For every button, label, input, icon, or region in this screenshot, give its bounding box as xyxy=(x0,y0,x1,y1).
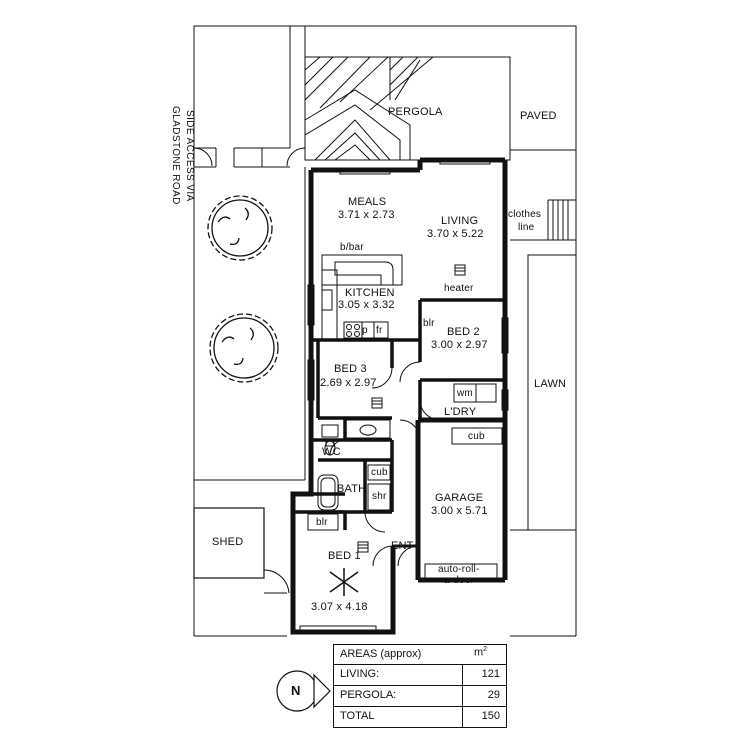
paved-label: PAVED xyxy=(520,110,557,122)
shr-label: shr xyxy=(372,491,387,502)
tree-icon xyxy=(207,195,273,261)
tree-icon xyxy=(209,313,279,383)
living-size: 3.70 x 5.22 xyxy=(427,228,484,240)
fr-label: fr xyxy=(376,325,383,336)
lawn-outline xyxy=(527,254,577,531)
cub-bath-label: cub xyxy=(371,467,388,478)
living-name: LIVING xyxy=(441,215,479,227)
garage-name: GARAGE xyxy=(435,492,484,504)
house-outer-wall xyxy=(290,157,508,635)
bed3-name: BED 3 xyxy=(334,363,367,375)
areas-table: AREAS (approx) m2 LIVING: 121 PERGOLA: 2… xyxy=(333,644,507,728)
meals-size: 3.71 x 2.73 xyxy=(338,209,395,221)
wc-label: WC xyxy=(322,446,341,458)
row-label: LIVING: xyxy=(340,668,380,680)
fridge xyxy=(373,321,389,339)
ceiling-fan-icon xyxy=(329,568,359,596)
row-value: 29 xyxy=(487,689,500,701)
row-value: 150 xyxy=(481,710,500,722)
row-label: TOTAL xyxy=(340,710,375,722)
table-row: TOTAL 150 xyxy=(334,706,506,726)
areas-unit: m2 xyxy=(474,646,488,659)
table-row: PERGOLA: 29 xyxy=(334,685,506,705)
side-access-label: SIDE ACCESS VIA xyxy=(184,110,195,202)
street-label: GLADSTONE ROAD xyxy=(170,106,181,205)
pergola-label: PERGOLA xyxy=(388,106,443,118)
heater-label: heater xyxy=(444,283,474,294)
table-divider xyxy=(462,664,463,727)
areas-heading: AREAS (approx) xyxy=(340,648,422,660)
row-label: PERGOLA: xyxy=(340,689,397,701)
heater-icon xyxy=(454,264,466,276)
north-arrow-icon xyxy=(276,670,331,712)
shed-outline xyxy=(193,507,265,579)
cub-ldry-label: cub xyxy=(468,431,485,442)
clothes-line-label-2: line xyxy=(518,222,535,233)
compass-letter: N xyxy=(291,683,301,698)
kitchen-size: 3.05 x 3.32 xyxy=(338,299,395,311)
bed2-name: BED 2 xyxy=(447,326,480,338)
clothes-line-label-1: clothes xyxy=(508,209,542,220)
meals-name: MEALS xyxy=(348,196,387,208)
wm-label: wm xyxy=(457,388,473,399)
table-row: LIVING: 121 xyxy=(334,664,506,684)
bed3-size: 2.69 x 2.97 xyxy=(320,377,377,389)
shed-label: SHED xyxy=(212,536,244,548)
p-label: p xyxy=(362,325,368,336)
site-boundary xyxy=(193,25,577,636)
garage-size: 3.00 x 5.71 xyxy=(431,505,488,517)
lawn-label: LAWN xyxy=(534,378,567,390)
bed1-size: 3.07 x 4.18 xyxy=(311,601,368,613)
kitchen-name: KITCHEN xyxy=(345,287,395,299)
bath-label: BATH xyxy=(337,483,367,495)
ldry-name: L'DRY xyxy=(444,406,477,418)
blr-bed2-label: blr xyxy=(423,318,435,329)
garage-door-label-2: a-door xyxy=(444,575,475,586)
row-value: 121 xyxy=(481,668,500,680)
ent-label: ENT xyxy=(391,540,414,552)
garage-door-label-1: auto-roll- xyxy=(438,564,480,575)
bbar-label: b/bar xyxy=(340,242,364,253)
bed1-name: BED 1 xyxy=(328,550,361,562)
bed2-size: 3.00 x 2.97 xyxy=(431,339,488,351)
blr-bed1-label: blr xyxy=(316,517,328,528)
